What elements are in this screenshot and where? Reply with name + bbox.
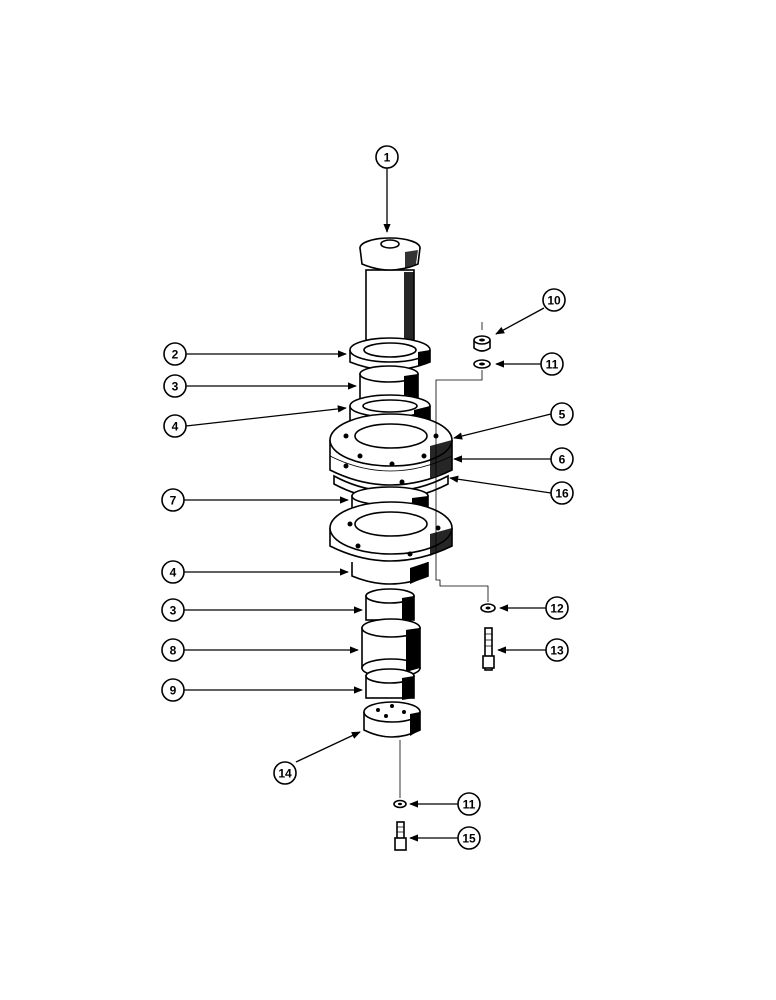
callout-6: 6 [550, 447, 574, 471]
callout-8: 8 [161, 638, 185, 662]
callout-label: 16 [555, 487, 569, 501]
end-plate [363, 701, 421, 738]
callout-label: 10 [547, 294, 561, 308]
leader-lines [184, 168, 552, 842]
callout-label: 8 [170, 644, 177, 658]
lower-ring [365, 668, 415, 700]
callout-label: 13 [550, 644, 564, 658]
bottom-bolt [394, 821, 407, 851]
callout-label: 7 [170, 494, 177, 508]
shaft-assembly [329, 237, 496, 851]
callout-label: 11 [463, 798, 476, 812]
callout-3-lower: 3 [161, 598, 185, 622]
bottom-washer [393, 799, 407, 809]
callout-10: 10 [542, 288, 566, 312]
callout-3: 3 [163, 374, 187, 398]
callout-5: 5 [550, 402, 574, 426]
callout-14: 14 [273, 761, 297, 785]
callout-label: 2 [172, 348, 179, 362]
callout-9: 9 [161, 678, 185, 702]
callout-label: 3 [170, 604, 177, 618]
callout-label: 4 [170, 566, 177, 580]
side-washer [480, 603, 496, 613]
lower-flange [329, 501, 453, 585]
callout-4-lower: 4 [161, 560, 185, 584]
callout-label: 5 [559, 408, 566, 422]
callout-label: 1 [384, 151, 391, 165]
upper-washer [473, 359, 491, 369]
callout-1: 1 [375, 145, 399, 169]
callout-16: 16 [550, 481, 574, 505]
upper-bearing-ring [349, 337, 431, 371]
lower-sleeve [365, 588, 415, 622]
callout-label: 11 [546, 358, 559, 372]
callout-12: 12 [545, 596, 569, 620]
callout-7: 7 [161, 488, 185, 512]
pivot-pin [359, 237, 421, 361]
upper-flange-housing [329, 413, 453, 500]
callout-2: 2 [163, 342, 187, 366]
side-bolt [482, 627, 495, 671]
callout-label: 3 [172, 380, 179, 394]
callout-15: 15 [457, 826, 481, 850]
upper-nut [473, 335, 491, 352]
callout-13: 13 [545, 638, 569, 662]
callout-label: 14 [278, 767, 292, 781]
callout-label: 4 [172, 420, 179, 434]
callout-label: 12 [550, 602, 564, 616]
callout-11-lower: 11 [457, 792, 481, 816]
callout-label: 15 [462, 832, 476, 846]
callout-label: 9 [170, 684, 177, 698]
callout-label: 6 [559, 453, 566, 467]
callout-4: 4 [163, 414, 187, 438]
callout-11-upper: 11 [540, 352, 564, 376]
